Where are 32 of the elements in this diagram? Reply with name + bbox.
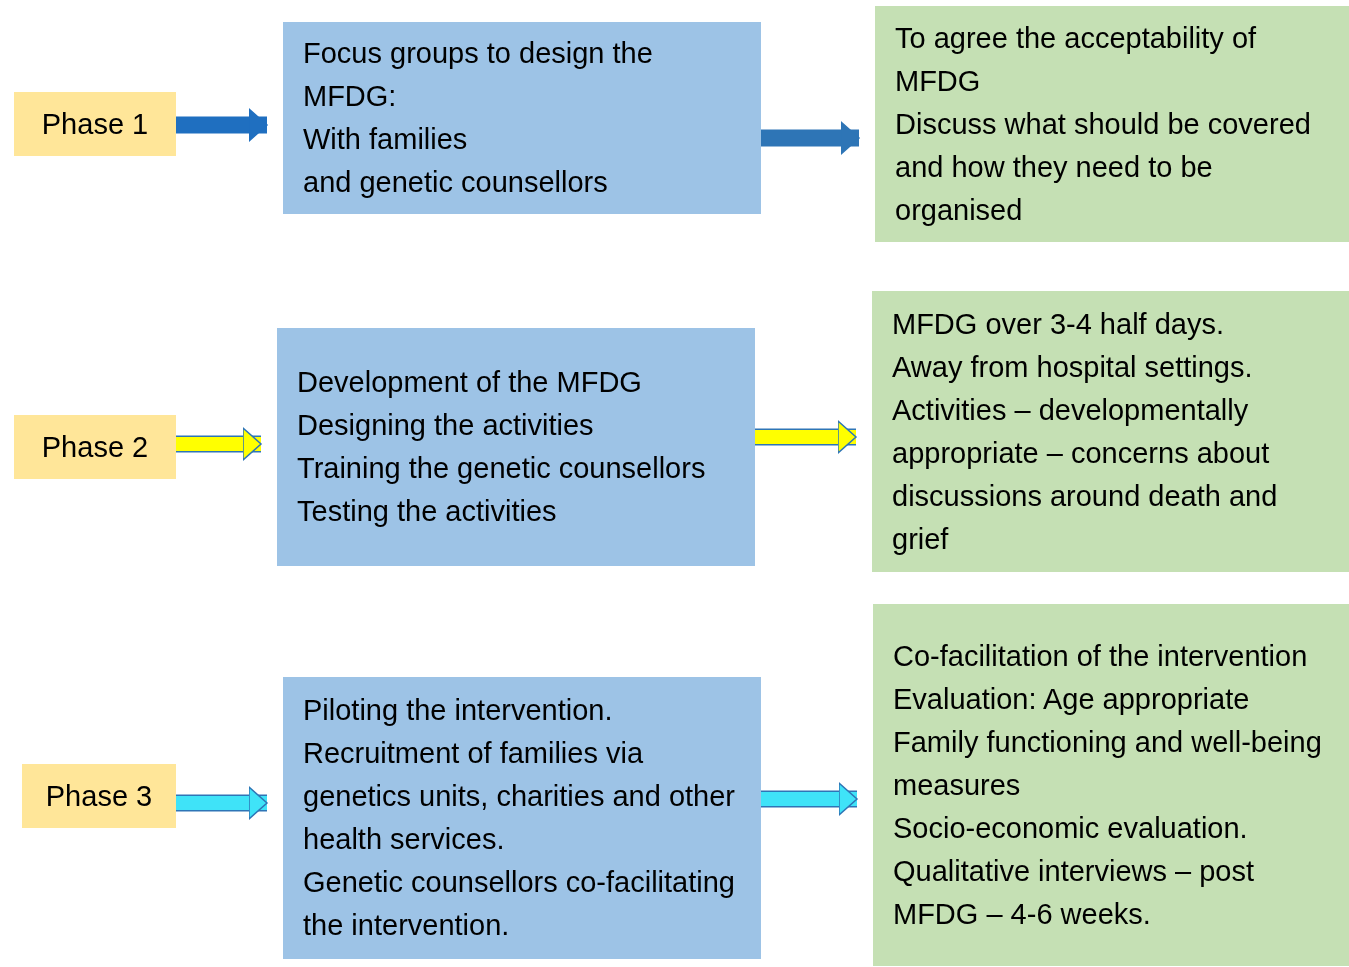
description-text: Genetic counsellors co-facilitating the intervention.: [303, 865, 736, 943]
description-text: Discuss what should be covered and how they need to be organised: [895, 106, 1312, 228]
activity-box: [283, 22, 761, 214]
description-text: Socio-economic evaluation.: [893, 810, 1249, 846]
activity-box: [277, 328, 755, 566]
phase-label: Phase 2: [41, 429, 149, 465]
description-text: Development of the MFDG: [297, 365, 643, 400]
outcome-box: [875, 6, 1349, 242]
description-text: Away from hospital settings.: [892, 349, 1254, 385]
outcome-box: [872, 291, 1349, 572]
description-text: To agree the acceptability of MFDG: [895, 20, 1258, 99]
outcome-box: [873, 604, 1349, 966]
description-text: Focus groups to design the MFDG:: [303, 36, 654, 114]
description-text: Evaluation: Age appropriate: [893, 681, 1251, 717]
description-text: Recruitment of families via genetics units, charities and other health services.: [303, 736, 737, 857]
description-text: Testing the activities: [297, 494, 558, 529]
phase-label-box: [14, 415, 176, 479]
description-text: Activities – developmentally appropriate – concerns about discussions around death and grief: [892, 392, 1279, 557]
description-text: Family functioning and well-being measures: [893, 724, 1323, 803]
description-text: Designing the activities: [297, 408, 595, 443]
phase-label-box: [22, 764, 176, 828]
description-text: Training the genetic counsellors: [297, 451, 707, 486]
activity-box: [283, 677, 761, 959]
description-text: Piloting the intervention.: [303, 693, 614, 728]
phase-label: Phase 3: [45, 778, 153, 814]
description-text: Co-facilitation of the intervention: [893, 638, 1309, 674]
phase-label: Phase 1: [41, 106, 149, 142]
description-text: With families: [303, 122, 469, 157]
phase-label-box: [14, 92, 176, 156]
description-text: and genetic counsellors: [303, 165, 609, 200]
description-text: Qualitative interviews – post MFDG – 4-6 weeks.: [893, 853, 1256, 932]
description-text: MFDG over 3-4 half days.: [892, 306, 1225, 342]
